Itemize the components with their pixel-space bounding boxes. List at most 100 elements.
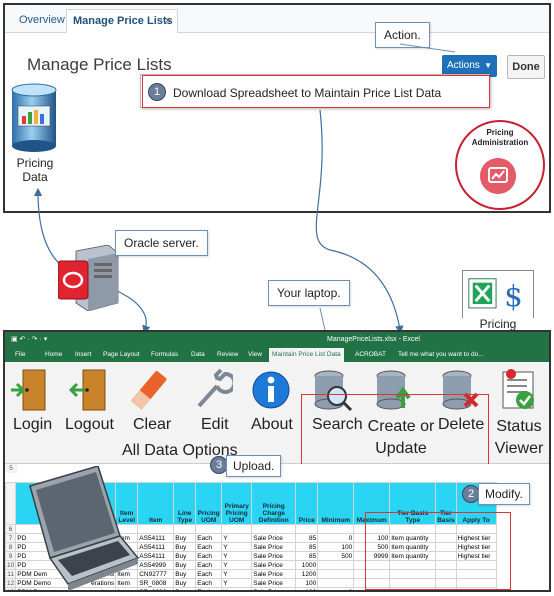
database-icon bbox=[11, 83, 57, 152]
table-cell[interactable]: Each bbox=[195, 578, 223, 588]
table-cell[interactable]: Buy bbox=[173, 587, 197, 590]
table-cell[interactable]: Each bbox=[195, 560, 223, 570]
ribbon-tab-file[interactable]: File bbox=[15, 351, 26, 358]
table-cell[interactable]: AS54111 bbox=[137, 551, 175, 561]
table-cell[interactable]: 1000 bbox=[295, 560, 319, 570]
table-cell[interactable] bbox=[221, 524, 253, 534]
table-cell[interactable] bbox=[195, 524, 223, 534]
column-header[interactable]: Primary Pricing UOM bbox=[221, 482, 253, 525]
table-cell[interactable]: Y bbox=[221, 551, 253, 561]
table-cell[interactable]: 85 bbox=[295, 542, 319, 552]
table-cell[interactable]: SR_0808 bbox=[137, 587, 175, 590]
table-cell[interactable]: Each bbox=[195, 551, 223, 561]
table-cell[interactable] bbox=[317, 560, 355, 570]
table-cell[interactable]: Sale Price bbox=[251, 551, 297, 561]
create-or-update-button[interactable]: Create or Update bbox=[367, 418, 435, 457]
table-cell[interactable]: Sale Price bbox=[251, 560, 297, 570]
table-cell[interactable]: AS54999 bbox=[137, 560, 175, 570]
table-cell[interactable]: Y bbox=[221, 533, 253, 543]
ribbon-tab-formulas[interactable]: Formulas bbox=[151, 351, 179, 358]
table-cell[interactable]: Each bbox=[195, 533, 223, 543]
about-button[interactable]: About bbox=[251, 416, 293, 433]
delete-button[interactable]: Delete bbox=[438, 416, 485, 433]
table-cell[interactable]: Buy bbox=[173, 560, 197, 570]
column-header[interactable]: Item Level bbox=[115, 482, 139, 525]
ribbon-tab-review[interactable]: Review bbox=[217, 351, 239, 358]
table-cell[interactable] bbox=[295, 524, 319, 534]
ribbon-tab-home[interactable]: Home bbox=[45, 351, 63, 358]
ribbon-tab-page-layout[interactable]: Page Layout bbox=[103, 351, 140, 358]
menu-item-download-spreadsheet[interactable]: Download Spreadsheet to Maintain Price L… bbox=[173, 86, 442, 100]
table-cell[interactable]: Sale Price bbox=[251, 587, 297, 590]
table-cell[interactable]: Sale Price bbox=[251, 569, 297, 579]
table-cell[interactable]: Each bbox=[195, 542, 223, 552]
tab-overview[interactable]: Overview bbox=[13, 9, 65, 33]
table-cell[interactable]: Y bbox=[221, 569, 253, 579]
table-cell[interactable]: Y bbox=[221, 542, 253, 552]
table-cell[interactable]: AS54111 bbox=[137, 533, 175, 543]
table-cell[interactable] bbox=[435, 587, 457, 590]
table-cell[interactable]: 85 bbox=[295, 533, 319, 543]
table-cell[interactable]: Sale Price bbox=[251, 542, 297, 552]
row-number: 12 bbox=[5, 578, 17, 588]
page-title: Manage Price Lists bbox=[27, 55, 172, 74]
column-header[interactable]: Tier Basis Type bbox=[389, 482, 437, 525]
login-button[interactable]: Login bbox=[13, 416, 53, 433]
table-cell[interactable]: Buy bbox=[173, 551, 197, 561]
table-cell[interactable]: Buy bbox=[173, 569, 197, 579]
table-cell[interactable]: Buy bbox=[173, 542, 197, 552]
column-header[interactable]: Maximum bbox=[353, 482, 391, 525]
table-cell[interactable]: 100 bbox=[317, 542, 355, 552]
row-number: 7 bbox=[5, 533, 17, 543]
column-header[interactable]: Pricing Charge Definition bbox=[251, 482, 297, 525]
table-cell[interactable]: Each bbox=[195, 569, 223, 579]
ribbon-tab-insert[interactable]: Insert bbox=[75, 351, 92, 358]
table-cell[interactable] bbox=[317, 569, 355, 579]
table-cell[interactable]: CN92777 bbox=[137, 569, 175, 579]
table-cell[interactable]: 500 bbox=[317, 551, 355, 561]
table-cell[interactable]: 0 bbox=[317, 587, 355, 590]
table-cell[interactable] bbox=[137, 524, 175, 534]
status-viewer-button[interactable]: Status Viewer bbox=[494, 418, 544, 457]
table-cell[interactable]: Buy bbox=[173, 578, 197, 588]
table-cell[interactable]: AS54111 bbox=[137, 542, 175, 552]
database-delete-icon bbox=[442, 370, 479, 410]
table-cell[interactable]: 100 bbox=[295, 587, 319, 590]
table-cell[interactable]: SR_0808 bbox=[137, 578, 175, 588]
table-cell[interactable] bbox=[251, 524, 297, 534]
table-cell[interactable]: Sale Price bbox=[251, 533, 297, 543]
column-header[interactable]: Price bbox=[295, 482, 319, 525]
search-button[interactable]: Search bbox=[312, 416, 363, 433]
table-cell[interactable]: Y bbox=[221, 587, 253, 590]
table-cell[interactable]: Sale Price bbox=[251, 578, 297, 588]
column-header[interactable]: Item bbox=[137, 482, 175, 525]
ribbon-tab-acrobat[interactable]: ACROBAT bbox=[355, 351, 386, 358]
clear-button[interactable]: Clear bbox=[133, 416, 172, 433]
column-header[interactable]: Pricing UOM bbox=[195, 482, 223, 525]
table-cell[interactable] bbox=[173, 524, 197, 534]
table-cell[interactable] bbox=[317, 578, 355, 588]
tab-manage-price-lists[interactable]: Manage Price Lists × bbox=[66, 9, 178, 33]
table-cell[interactable]: Each bbox=[195, 587, 223, 590]
quick-access-toolbar[interactable]: ▣ ↶ · ↷ · ▾ bbox=[11, 336, 48, 343]
laptop-icon bbox=[29, 466, 140, 591]
logout-button[interactable]: Logout bbox=[65, 416, 114, 433]
table-cell[interactable]: 1200 bbox=[295, 569, 319, 579]
table-cell[interactable]: 0 bbox=[317, 533, 355, 543]
column-header[interactable]: Minimum bbox=[317, 482, 355, 525]
table-cell[interactable]: Y bbox=[221, 560, 253, 570]
tell-me-search[interactable]: Tell me what you want to do... bbox=[398, 351, 484, 358]
table-cell[interactable]: 100 bbox=[295, 578, 319, 588]
table-cell[interactable]: Y bbox=[221, 578, 253, 588]
column-header[interactable]: Line Type bbox=[173, 482, 197, 525]
table-cell[interactable]: Buy bbox=[173, 533, 197, 543]
table-cell[interactable] bbox=[317, 524, 355, 534]
table-cell[interactable]: 85 bbox=[295, 551, 319, 561]
edit-button[interactable]: Edit bbox=[201, 416, 229, 433]
done-button[interactable]: Done bbox=[507, 55, 545, 79]
ribbon-tab-maintain-price-list-data[interactable]: Maintain Price List Data bbox=[269, 348, 344, 362]
close-icon[interactable]: × bbox=[164, 15, 171, 27]
actions-button[interactable]: Actions ▼ bbox=[442, 55, 497, 77]
ribbon-tab-data[interactable]: Data bbox=[191, 351, 205, 358]
ribbon-tab-view[interactable]: View bbox=[248, 351, 262, 358]
